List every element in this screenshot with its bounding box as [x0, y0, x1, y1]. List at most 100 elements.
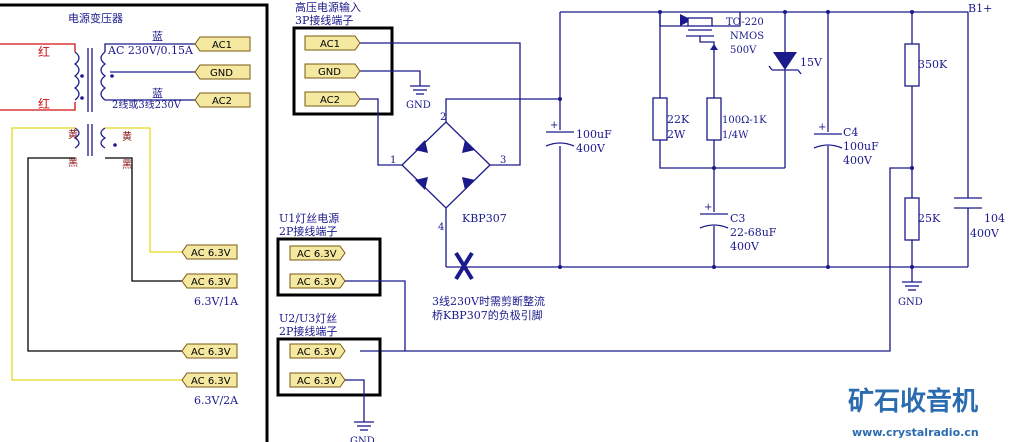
filament2-black-wire	[27, 157, 182, 352]
wiring-note: 2线或3线230V	[112, 98, 182, 111]
c104-value: 104	[984, 212, 1005, 225]
bridge-input-ac2	[360, 98, 402, 166]
b1-plus-label: B1+	[968, 2, 992, 15]
secondary-coil-hv	[100, 51, 107, 101]
gnd-label-divider: GND	[898, 297, 923, 308]
wire-color-black-left: 黑	[68, 157, 78, 169]
secondary2-rating: 6.3V/2A	[194, 394, 239, 407]
u1-bias-wire	[345, 280, 406, 351]
transformer-panel-border	[0, 3, 269, 442]
u1-terminal: U1灯丝电源 2P接线端子 AC 6.3V AC 6.3V	[276, 211, 406, 351]
wire-color-red-bottom: 红	[38, 96, 50, 111]
secondary1-rating: 6.3V/1A	[194, 295, 239, 308]
filament1-yellow-wire	[105, 127, 182, 253]
c104-voltage: 400V	[970, 227, 1000, 240]
label-ac2-right-text: AC2	[320, 95, 340, 106]
bridge-pin-3: 3	[500, 155, 506, 166]
input-capacitor: + 100uF 400V	[545, 12, 612, 269]
label-ac1-left-text: AC1	[212, 40, 232, 51]
wire-color-blue-top: 蓝	[152, 30, 163, 43]
transformer-panel: 电源变压器 红 红 AC 230V/0.15A 蓝 蓝 2线或3线230V AC…	[0, 3, 269, 442]
bridge-diode-1	[415, 140, 428, 153]
c4-value: 100uF	[843, 140, 879, 153]
hv-input-title: 高压电源输入	[295, 0, 361, 14]
capacitor-c3: + C3 22-68uF 400V	[699, 202, 777, 269]
u2-box	[276, 337, 382, 397]
r22k-value: 22K	[667, 113, 690, 126]
input-cap-value: 100uF	[576, 128, 612, 141]
u2-label-2-text: AC 6.3V	[297, 376, 337, 387]
primary-coil-lower	[73, 127, 80, 149]
voltage-divider: 350K 25K GND	[360, 10, 948, 352]
primary-rating: AC 230V/0.15A	[107, 44, 194, 57]
wire-color-blue-bottom: 蓝	[152, 87, 163, 100]
mosfet-package: TO-220	[726, 17, 764, 28]
u1-box	[276, 237, 382, 297]
c3-name: C3	[730, 212, 745, 225]
bridge-diamond	[401, 121, 491, 209]
transformer-title: 电源变压器	[68, 11, 123, 25]
bridge-name: KBP307	[462, 212, 507, 225]
mosfet-voltage: 500V	[730, 45, 757, 56]
c3-voltage: 400V	[730, 240, 760, 253]
watermark: 矿石收音机 www.crystalradio.cn	[848, 386, 979, 439]
mosfet-type: NMOS	[730, 31, 764, 42]
label-ac63-1-text: AC 6.3V	[191, 248, 231, 259]
u2-title: U2/U3灯丝	[279, 312, 337, 325]
u2-subtitle: 2P接线端子	[279, 324, 337, 338]
gnd-label-hv: GND	[406, 100, 431, 111]
wire-color-yellow-right: 黄	[122, 130, 132, 143]
label-ac63-3-text: AC 6.3V	[191, 347, 231, 358]
filament-coil	[100, 127, 107, 149]
mosfet: TO-220 NMOS 500V	[658, 10, 764, 90]
primary-red-wire-top	[0, 43, 76, 52]
cut-mark-x	[454, 251, 474, 281]
hv-gnd-wire	[360, 70, 421, 86]
u1-title: U1灯丝电源	[279, 211, 339, 225]
zener-diode: 15V	[768, 10, 823, 168]
u1-label-1-text: AC 6.3V	[297, 249, 337, 260]
bridge-input-ac1	[360, 42, 521, 166]
bridge-pin-1: 1	[390, 155, 396, 166]
u2-label-1-text: AC 6.3V	[297, 347, 337, 358]
u2-terminal: U2/U3灯丝 2P接线端子 AC 6.3V AC 6.3V GND	[276, 312, 382, 442]
filament1-black-wire	[105, 157, 182, 282]
primary-red-wire-bottom	[0, 102, 76, 111]
primary-coil	[73, 51, 80, 101]
wire-color-black-right: 黑	[122, 159, 132, 171]
c4-name: C4	[843, 126, 858, 139]
hv-input-terminal: 高压电源输入 3P接线端子 AC1 GND AC2 GND	[292, 0, 431, 116]
label-ac1-right-text: AC1	[320, 39, 340, 50]
c4-voltage: 400V	[843, 154, 873, 167]
r22k-power: 2W	[667, 128, 686, 141]
capacitor-c4: + C4 100uF 400V	[813, 10, 879, 269]
rgate-value: 100Ω-1K	[722, 115, 767, 126]
rgate-power: 1/4W	[722, 130, 749, 141]
label-ac63-4-text: AC 6.3V	[191, 376, 231, 387]
label-ac63-2-text: AC 6.3V	[191, 277, 231, 288]
u1-subtitle: 2P接线端子	[279, 224, 337, 238]
bridge-note-line1: 3线230V时需剪断整流	[432, 294, 545, 308]
filament-bias-wire	[360, 167, 912, 352]
resistor-22k: 22K 2W	[652, 12, 785, 169]
bridge-diode-2	[462, 140, 475, 153]
bridge-rectifier: 1 2 3 4 KBP307 3线230V时需剪断整流 桥KBP307的负极引脚	[360, 42, 560, 322]
resistor-gate: 100Ω-1K 1/4W	[706, 90, 767, 212]
label-gnd-right-text: GND	[318, 67, 341, 78]
r25k-value: 25K	[918, 212, 941, 225]
capacitor-104: 104 400V	[954, 12, 1005, 267]
bridge-pin-2: 2	[440, 112, 446, 123]
filament2-yellow-wire	[11, 127, 182, 381]
watermark-brand: 矿石收音机	[848, 386, 978, 417]
zener-voltage: 15V	[800, 56, 823, 69]
hv-wire-ac1	[104, 43, 195, 52]
bridge-diode-4	[462, 177, 475, 190]
hv-input-subtitle: 3P接线端子	[295, 13, 353, 27]
watermark-url: www.crystalradio.cn	[852, 426, 979, 439]
c3-value: 22-68uF	[730, 226, 777, 239]
gnd-label-u2: GND	[350, 436, 375, 442]
wire-color-yellow-left: 黄	[68, 128, 78, 141]
svg-text:+: +	[818, 122, 826, 133]
